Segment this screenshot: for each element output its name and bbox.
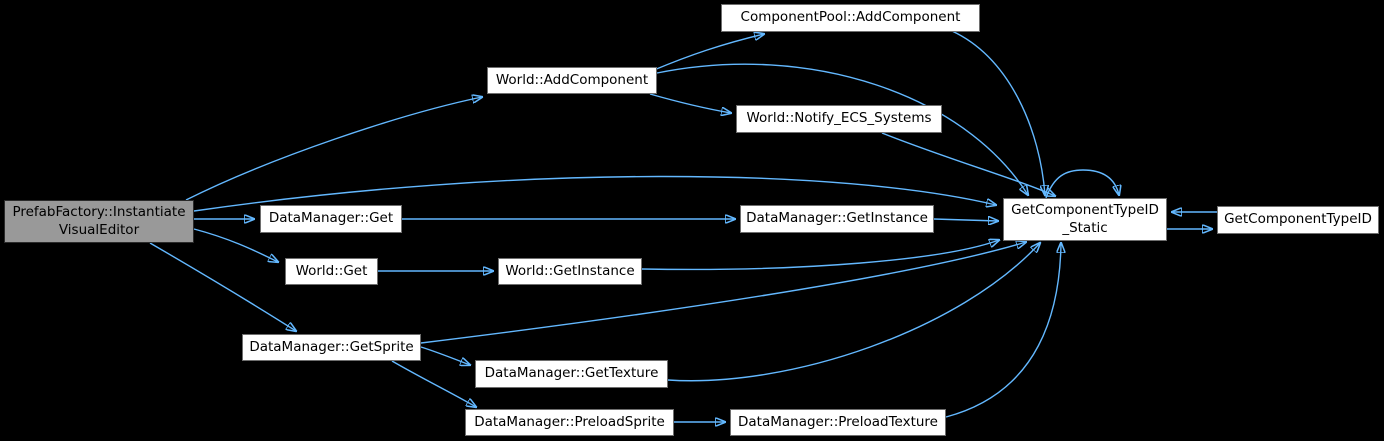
edge-datamanager-getsprite-to-datamanager-gettexture <box>420 346 470 365</box>
node-getcomponenttypeid[interactable]: GetComponentTypeID <box>1217 206 1379 234</box>
node-datamanager-preloadtexture[interactable]: DataManager::PreloadTexture <box>730 409 946 436</box>
node-datamanager-gettexture[interactable]: DataManager::GetTexture <box>475 360 668 388</box>
edge-componentpool-addcomponent-to-getcomponenttypeid-static <box>951 30 1045 195</box>
node-world-get[interactable]: World::Get <box>285 258 378 285</box>
edge-prefabfactory-to-getcomponenttypeid-static <box>193 175 996 212</box>
edge-datamanager-getsprite-to-datamanager-preloadsprite <box>391 360 476 407</box>
node-world-getinstance[interactable]: World::GetInstance <box>498 258 642 285</box>
edge-world-addcomponent-to-componentpool-addcomponent <box>653 34 764 71</box>
edge-getcomponenttypeid-static-self-loop <box>1045 169 1119 199</box>
edge-datamanager-gettexture-to-getcomponenttypeid-static <box>667 243 1040 382</box>
node-datamanager-preloadsprite[interactable]: DataManager::PreloadSprite <box>465 409 674 436</box>
node-world-notify-ecs-systems[interactable]: World::Notify_ECS_Systems <box>736 105 942 133</box>
edge-world-addcomponent-to-getcomponenttypeid-static <box>656 63 1028 195</box>
node-world-addcomponent[interactable]: World::AddComponent <box>487 67 657 94</box>
node-datamanager-getinstance[interactable]: DataManager::GetInstance <box>740 205 934 233</box>
edge-world-addcomponent-to-world-notify-ecs-systems <box>649 93 731 113</box>
node-prefabfactory-instantiatevisualeditor[interactable]: PrefabFactory::Instantiate VisualEditor <box>4 200 194 243</box>
edge-world-notify-ecs-systems-to-getcomponenttypeid-static <box>881 132 1055 196</box>
edge-world-getinstance-to-getcomponenttypeid-static <box>641 240 999 271</box>
edge-datamanager-getinstance-to-getcomponenttypeid-static <box>933 219 998 221</box>
node-getcomponenttypeid-static[interactable]: GetComponentTypeID _Static <box>1003 198 1167 241</box>
node-datamanager-getsprite[interactable]: DataManager::GetSprite <box>242 334 421 361</box>
node-datamanager-get[interactable]: DataManager::Get <box>260 205 402 233</box>
node-componentpool-addcomponent[interactable]: ComponentPool::AddComponent <box>721 4 980 32</box>
edge-datamanager-preloadtexture-to-getcomponenttypeid-static <box>945 243 1061 418</box>
edge-prefabfactory-to-world-addcomponent <box>185 97 482 201</box>
edge-prefabfactory-to-world-get <box>193 228 278 262</box>
edge-prefabfactory-to-datamanager-getsprite <box>149 242 296 331</box>
edge-datamanager-getsprite-to-getcomponenttypeid-static <box>420 242 1026 344</box>
